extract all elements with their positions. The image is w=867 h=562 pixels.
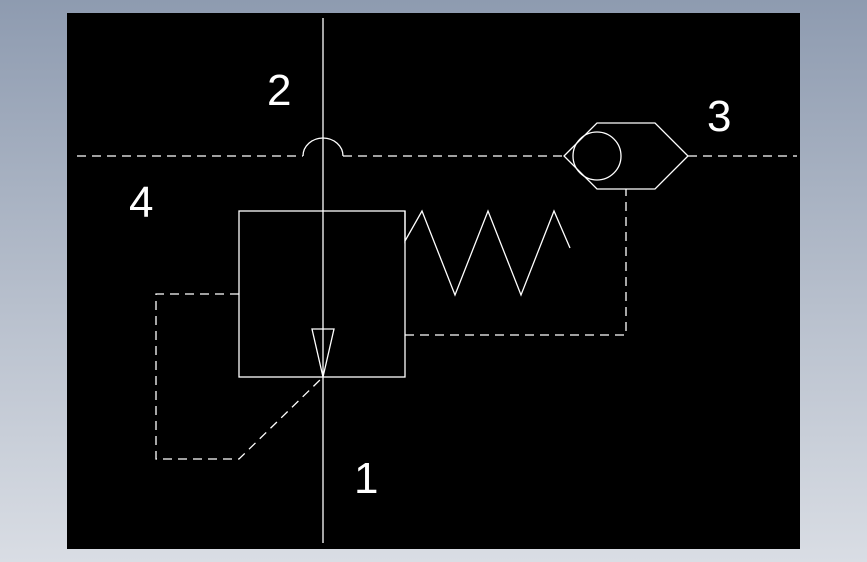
spring-pilot-line: [405, 189, 627, 336]
valve-spool-block: [238, 210, 406, 378]
cad-viewport[interactable]: 2 3 4 1: [67, 13, 800, 549]
external-pilot-line: [155, 293, 324, 460]
port-label-1: 1: [354, 454, 378, 503]
shuttle-valve-ball: [572, 131, 622, 181]
port-label-4: 4: [129, 178, 153, 227]
spring-symbol: [404, 209, 571, 297]
line-crossover-hop: [302, 137, 344, 157]
shuttle-valve-body: [563, 122, 689, 190]
port-label-2: 2: [267, 66, 291, 115]
port-label-3: 3: [707, 92, 731, 141]
valve-symbol-diagram: 2 3 4 1: [77, 18, 797, 543]
flow-arrow: [311, 328, 335, 378]
